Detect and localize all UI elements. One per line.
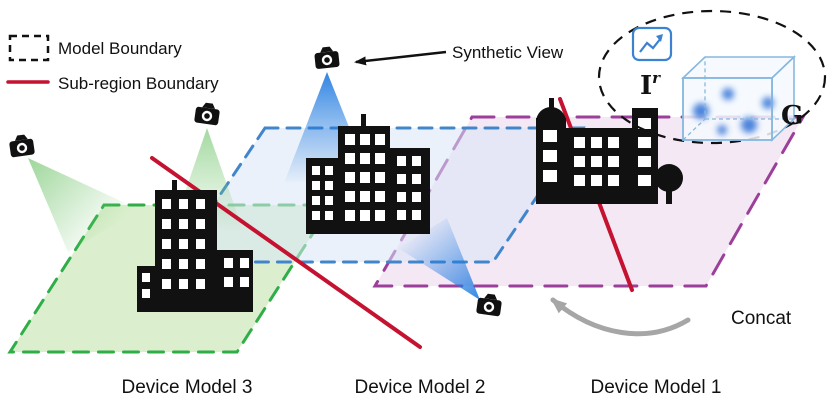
device-model-3-label: Device Model 3 <box>122 377 253 398</box>
device-model-1-label: Device Model 1 <box>591 377 722 398</box>
building-device-2 <box>306 114 430 234</box>
gaussian-blobs <box>693 88 774 135</box>
synthetic-view-label: Synthetic View <box>452 43 564 62</box>
legend: Model Boundary Sub-region Boundary <box>6 34 219 93</box>
building-device-3 <box>137 180 253 312</box>
building-3-windows <box>142 273 150 298</box>
concat-label: Concat <box>731 308 792 329</box>
building-2-windows <box>312 166 333 220</box>
building-1-windows <box>543 130 557 182</box>
building-2-windows <box>397 156 421 220</box>
device-model-2-label: Device Model 2 <box>355 377 486 398</box>
view-cone-green-left <box>28 158 140 252</box>
feature-callout: Ir G <box>597 9 827 145</box>
concat-arrow <box>550 297 691 337</box>
legend-subregion-boundary-label: Sub-region Boundary <box>58 74 219 93</box>
building-1-windows <box>574 137 619 186</box>
model-boundary-swatch <box>8 34 50 62</box>
gaussian-grid-cube <box>681 55 796 142</box>
camera-icon <box>8 133 35 158</box>
building-1-windows <box>638 118 651 186</box>
synthetic-view-arrow <box>354 50 447 66</box>
sub-region-line-1 <box>150 156 422 349</box>
camera-icon <box>476 292 503 317</box>
rendered-image-icon <box>631 26 673 62</box>
view-cone-blue-bottom <box>398 218 480 300</box>
building-3-windows <box>224 258 249 287</box>
building-device-1 <box>536 98 683 204</box>
camera-icon <box>313 45 340 70</box>
image-feature-label: Ir <box>640 69 661 101</box>
building-3-windows <box>162 199 205 289</box>
feature-ellipse <box>597 9 827 145</box>
building-2-windows <box>345 134 385 221</box>
legend-model-boundary-label: Model Boundary <box>58 39 182 58</box>
camera-icon <box>194 101 221 126</box>
tree-icon <box>655 164 683 192</box>
grid-feature-label: G <box>781 101 803 131</box>
